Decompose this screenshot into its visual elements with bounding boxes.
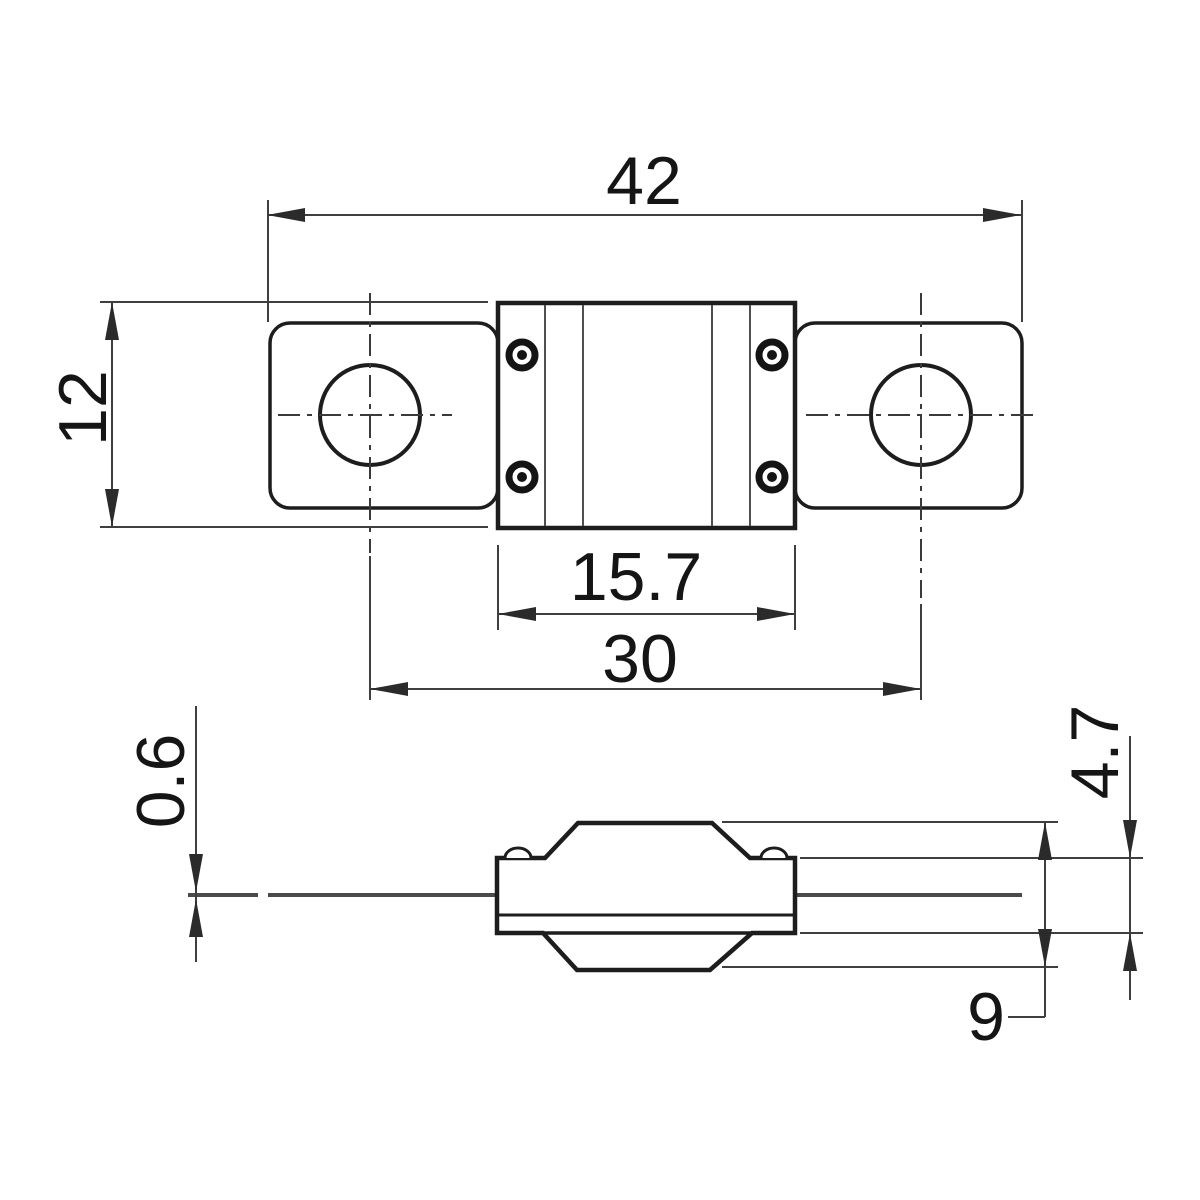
dimension-end-block-height: 4.7 (800, 705, 1143, 1000)
rivet-bump-left (503, 846, 533, 859)
top-view: 42 12 15.7 30 (45, 143, 1034, 700)
arrowhead-bottom (1038, 929, 1052, 967)
arrowhead-top (1123, 820, 1137, 858)
arrowhead-right (983, 208, 1021, 222)
fuse-body-profile (494, 820, 798, 973)
dimension-terminal-thickness: 0.6 (123, 706, 203, 962)
dimension-hole-spacing: 30 (369, 556, 922, 700)
arrowhead-bottom (1123, 933, 1137, 971)
rivet-top-right (755, 338, 789, 372)
dimension-label-4-7: 4.7 (1057, 705, 1133, 800)
arrowhead-bottom (105, 489, 119, 527)
rivet-bump-right (759, 846, 789, 859)
dimension-overall-height: 9 (722, 821, 1058, 1055)
dimension-overall-length: 42 (267, 143, 1023, 322)
rivet-bottom-right (755, 460, 789, 494)
arrowhead-right (883, 682, 921, 696)
dimension-label-15-7: 15.7 (570, 539, 702, 615)
arrowhead-left (267, 208, 305, 222)
arrowhead-top (105, 302, 119, 340)
rivet-bottom-left (505, 460, 539, 494)
fuse-body (495, 300, 798, 531)
arrowhead-bottom (189, 899, 203, 937)
arrowhead-left (498, 607, 536, 621)
dimension-label-12: 12 (45, 370, 121, 446)
dimension-label-42: 42 (606, 143, 682, 219)
side-view: 0.6 4.7 9 (123, 705, 1143, 1055)
arrowhead-top (1038, 822, 1052, 860)
dimension-label-30: 30 (602, 621, 678, 697)
rivet-top-left (505, 338, 539, 372)
dimension-body-height: 12 (45, 301, 488, 528)
arrowhead-right (757, 607, 795, 621)
arrowhead-left (370, 682, 408, 696)
arrowhead-top (189, 854, 203, 892)
dimension-label-9: 9 (967, 979, 1005, 1055)
dimension-label-0-6: 0.6 (123, 734, 199, 829)
dimension-body-width: 15.7 (497, 539, 796, 630)
